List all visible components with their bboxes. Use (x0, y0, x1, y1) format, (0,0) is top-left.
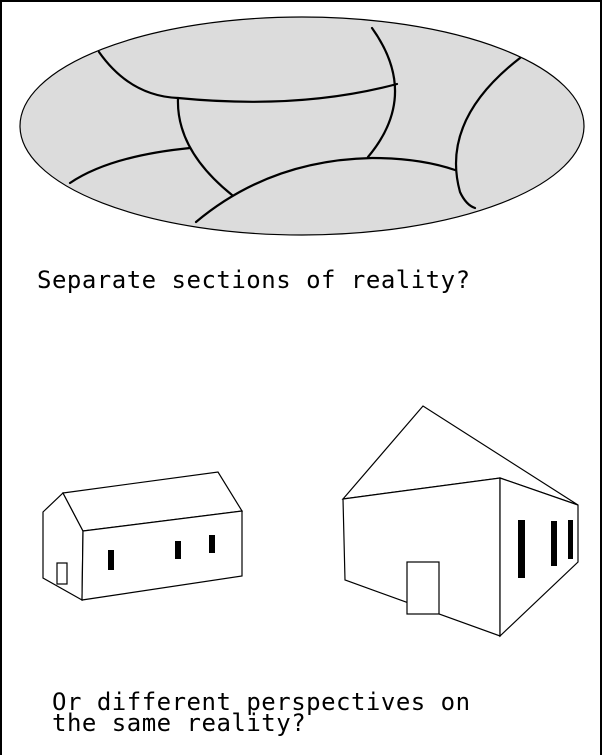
house-right-window (568, 520, 573, 559)
house-left-window (209, 535, 215, 553)
house-corner-view (343, 406, 578, 636)
caption-separate-sections: Separate sections of reality? (37, 266, 471, 294)
caption-different-perspectives: Or different perspectives on the same re… (52, 692, 471, 734)
house-side-view (43, 472, 242, 600)
house-right-window (518, 520, 525, 578)
house-right-door (407, 562, 439, 614)
sectioned-ellipse (20, 17, 584, 235)
house-left-door (57, 563, 67, 584)
house-right-side-wall (500, 478, 578, 636)
caption-line: the same reality? (52, 709, 306, 737)
house-right-window (551, 521, 557, 566)
house-left-window (108, 550, 114, 570)
reality-ellipse (20, 17, 584, 235)
house-left-window (175, 541, 181, 559)
